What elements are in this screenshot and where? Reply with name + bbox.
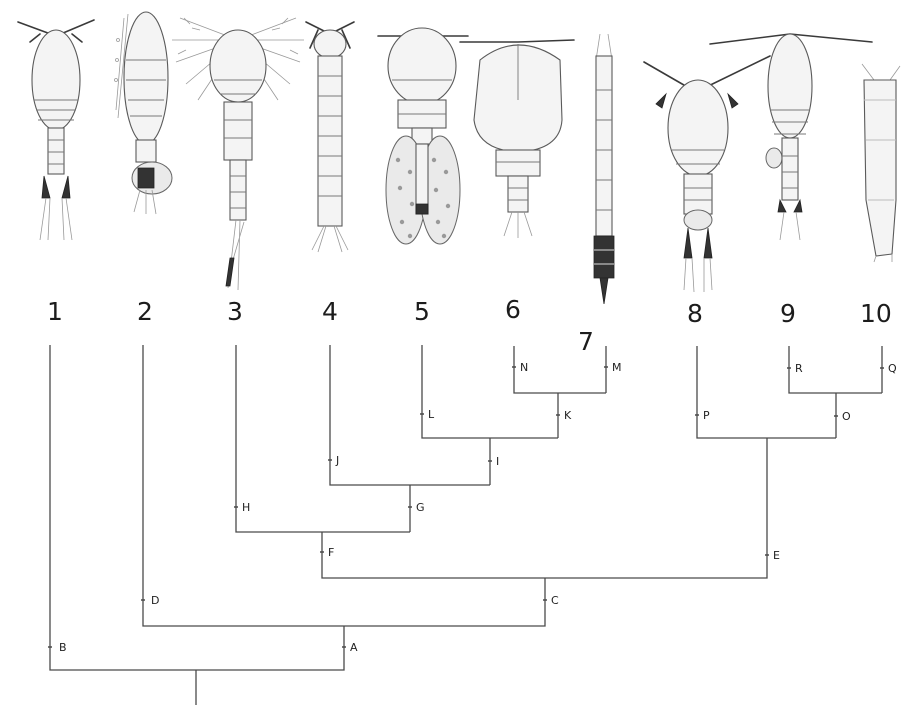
branch-label-C: C [551, 594, 559, 607]
copepod-icon [644, 56, 770, 292]
copepod-icon [710, 34, 872, 240]
branch-label-J: J [335, 454, 339, 467]
branch-F [322, 532, 545, 578]
branch-label-O: O [842, 410, 851, 423]
branch-B [50, 345, 196, 670]
branch-P [697, 346, 836, 438]
taxon-numbers: 1 2 3 4 5 6 7 8 9 10 [47, 295, 892, 356]
copepod-icon [115, 12, 173, 214]
copepod-icon [306, 22, 354, 252]
taxon-number-3: 3 [227, 297, 243, 326]
branch-labels: B A D C F E H G J I L K N M P O R Q [59, 361, 897, 654]
branch-label-F: F [328, 546, 334, 559]
branch-A [196, 626, 344, 670]
branch-label-I: I [496, 455, 499, 468]
branch-label-Q: Q [888, 362, 897, 375]
branch-D [143, 345, 344, 626]
branch-C [344, 578, 545, 626]
taxon-number-1: 1 [47, 297, 63, 326]
branch-label-H: H [242, 501, 250, 514]
branch-H [236, 345, 410, 532]
branch-label-E: E [773, 549, 780, 562]
copepod-icon [594, 34, 614, 304]
branch-label-K: K [564, 409, 572, 422]
branch-label-P: P [703, 409, 710, 422]
taxon-number-9: 9 [780, 299, 796, 328]
taxon-number-6: 6 [505, 295, 521, 324]
branch-label-D: D [151, 594, 159, 607]
taxon-number-7: 7 [578, 327, 594, 356]
copepod-icon [172, 18, 304, 290]
branch-label-L: L [428, 408, 435, 421]
cladogram-tree [50, 345, 882, 705]
branch-label-M: M [612, 361, 622, 374]
branch-label-A: A [350, 641, 358, 654]
branch-ticks [48, 367, 884, 647]
branch-label-R: R [795, 362, 803, 375]
branch-label-B: B [59, 641, 67, 654]
taxon-number-2: 2 [137, 297, 153, 326]
copepod-egg-sacs-icon [378, 28, 468, 244]
taxon-number-10: 10 [860, 299, 892, 328]
branch-label-G: G [416, 501, 425, 514]
taxon-number-4: 4 [322, 297, 338, 326]
branch-E [545, 438, 767, 578]
taxon-number-5: 5 [414, 297, 430, 326]
branch-L [422, 345, 558, 438]
copepod-icon [460, 40, 574, 238]
branch-label-N: N [520, 361, 528, 374]
copepod-icon [862, 64, 900, 262]
specimen-drawings [18, 12, 900, 304]
taxon-number-8: 8 [687, 299, 703, 328]
copepod-icon [18, 20, 94, 240]
branch-R [789, 346, 882, 393]
branch-J [330, 345, 490, 485]
